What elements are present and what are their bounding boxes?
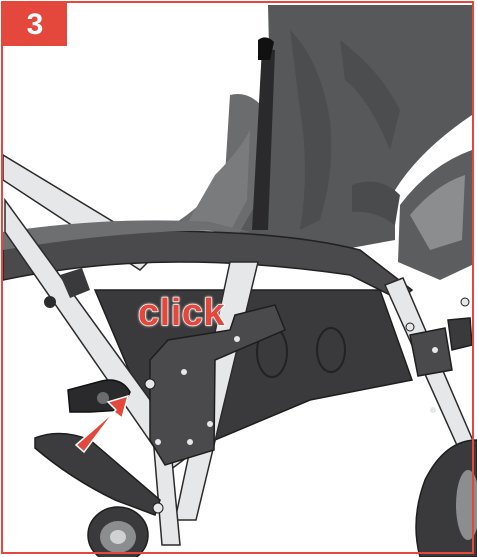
step-number-badge: 3 xyxy=(3,3,67,46)
click-annotation: click xyxy=(138,292,225,335)
front-wheel xyxy=(88,507,148,557)
